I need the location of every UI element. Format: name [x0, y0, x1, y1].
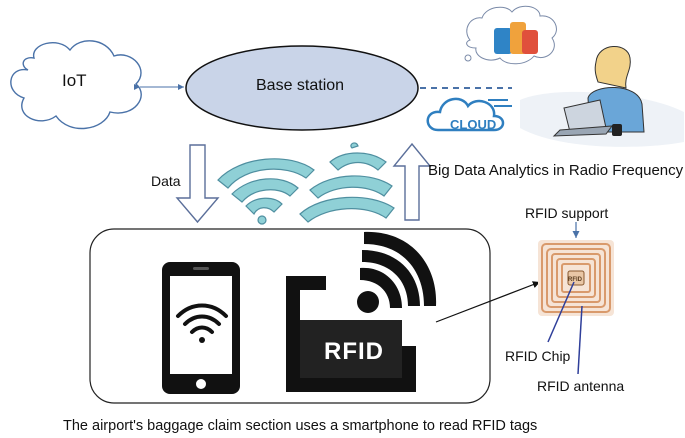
data-down-arrow: [175, 144, 220, 224]
rfid-logo-text: RFID: [324, 338, 384, 365]
chip-mark-text: RFID: [568, 277, 582, 283]
data-label: Data: [151, 173, 181, 189]
rfid-antenna-pointer: [577, 305, 583, 375]
rfid-tag-icon: [286, 231, 437, 392]
rfid-support-label: RFID support: [525, 205, 609, 221]
rfid-chip-icon: [538, 240, 614, 316]
base-station-label: Base station: [256, 77, 345, 94]
wifi-icon: [176, 303, 228, 343]
diagram-caption: The airport's baggage claim section uses…: [63, 418, 538, 434]
luggage-icon: [464, 5, 557, 65]
rfid-antenna-label: RFID antenna: [537, 378, 625, 394]
cloud-icon: [426, 97, 512, 132]
radio-waves: [217, 142, 395, 225]
rfid-chip-label: RFID Chip: [505, 348, 571, 364]
analytics-up-arrow: [392, 142, 432, 221]
iot-label: IoT: [62, 71, 87, 90]
big-data-label: Big Data Analytics in Radio Frequency: [428, 162, 684, 179]
rfid-chip-pointer: [547, 281, 575, 343]
person-laptop-icon: [520, 46, 684, 147]
base-station-ellipse: [185, 45, 419, 131]
rfid-to-tag-arrow: [435, 281, 541, 323]
cloud-label: CLOUD: [450, 117, 497, 132]
